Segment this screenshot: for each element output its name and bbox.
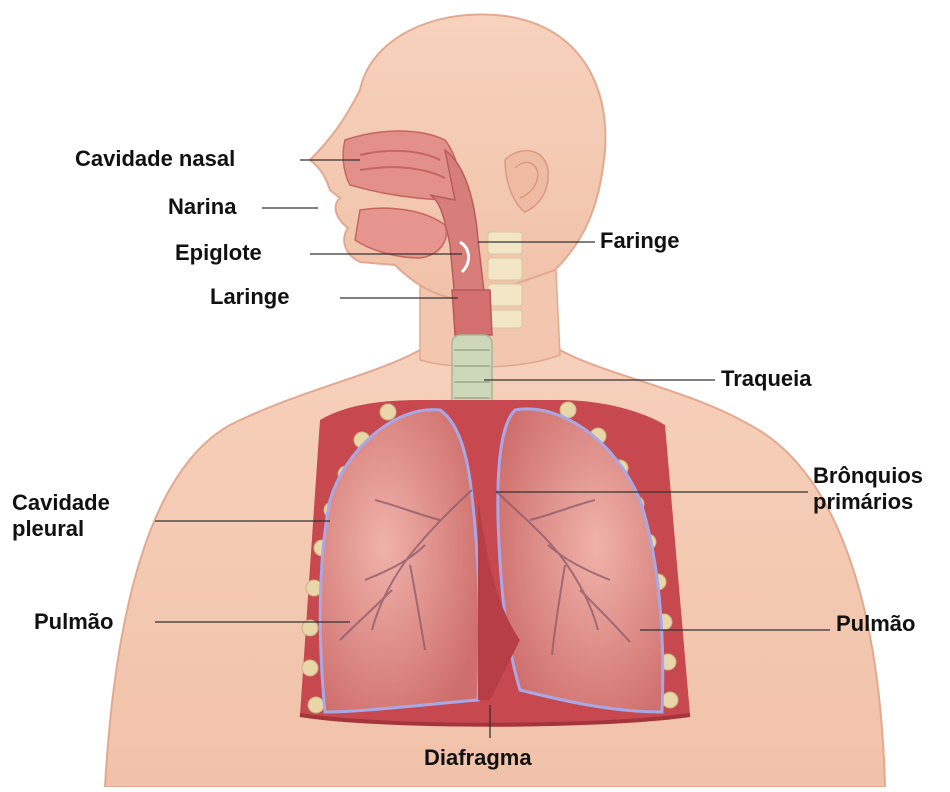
label-pharynx: Faringe — [600, 228, 679, 254]
larynx — [452, 290, 492, 335]
label-nostril: Narina — [168, 194, 236, 220]
label-primary-bronchi-line2: primários — [813, 489, 923, 515]
label-nasal-cavity: Cavidade nasal — [75, 146, 235, 172]
label-epiglottis: Epiglote — [175, 240, 262, 266]
label-pleural-cavity: Cavidade pleural — [12, 490, 110, 542]
label-lung-right: Pulmão — [836, 611, 915, 637]
label-diaphragm: Diafragma — [424, 745, 532, 771]
label-trachea: Traqueia — [721, 366, 811, 392]
label-pleural-cavity-line1: Cavidade — [12, 490, 110, 516]
label-larynx: Laringe — [210, 284, 289, 310]
cervical-spine — [488, 232, 522, 328]
label-primary-bronchi-line1: Brônquios — [813, 463, 923, 489]
label-lung-left: Pulmão — [34, 609, 113, 635]
label-pleural-cavity-line2: pleural — [12, 516, 110, 542]
label-primary-bronchi: Brônquios primários — [813, 463, 923, 515]
